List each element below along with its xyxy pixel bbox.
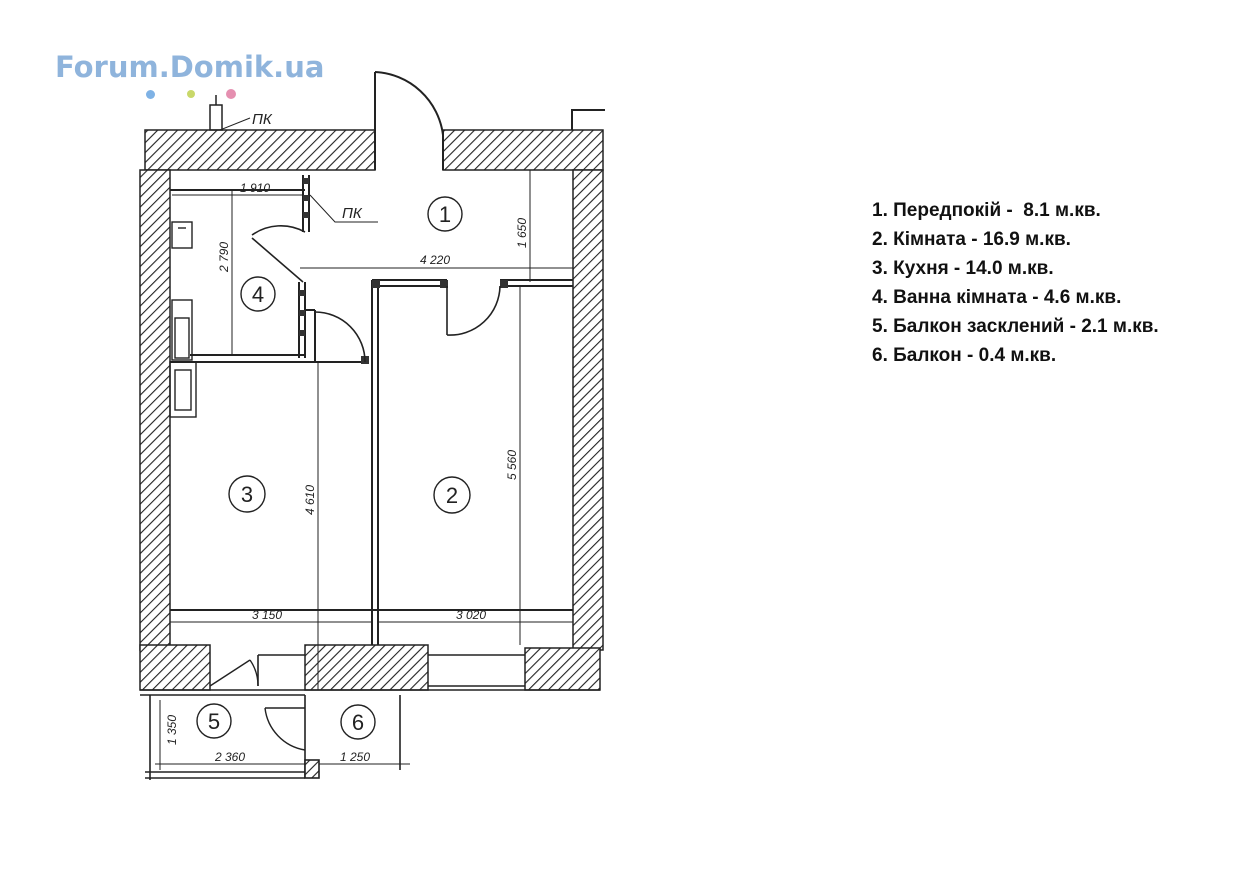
entrance-door [374,71,444,170]
legend-item-1: 1. Передпокій - 8.1 м.кв. [872,200,1101,221]
room-number-6: 6 [352,710,364,735]
room-number-5: 5 [208,709,220,734]
dim-hall-height: 1 650 [515,218,529,248]
logo-dot-blue [146,90,155,99]
dim-bath-width: 1 910 [240,181,270,195]
logo-dot-green [187,90,195,98]
inner-walls [170,175,573,645]
dim-balcony-height: 1 350 [165,715,179,745]
legend-item-4: 4. Ванна кімната - 4.6 м.кв. [872,287,1122,308]
bathroom-fixtures [171,221,193,361]
dim-bath-height: 2 790 [217,242,231,273]
dim-room-height: 5 560 [505,450,519,480]
balcony-outline [140,654,600,780]
dim-room-width: 3 020 [456,608,486,622]
outer-walls [139,129,604,691]
dim-kitchen-width: 3 150 [252,608,282,622]
pk-top-leader [219,117,251,131]
room-legend: 1. Передпокій - 8.1 м.кв. 2. Кімната - 1… [872,196,1159,370]
kitchen-fixtures [169,361,197,418]
room-circles [196,196,471,740]
dim-balcony6-width: 1 250 [340,750,370,764]
room-number-1: 1 [439,202,451,227]
pipe-stub [209,95,223,131]
pk-mid-leader [309,194,378,223]
room-door [446,285,501,336]
bathroom-door [251,225,306,283]
room-number-4: 4 [252,282,264,307]
dimension-lines [155,170,573,770]
partition-fills [299,178,508,364]
logo-text: Forum.Domik.ua [55,50,325,84]
legend-item-2: 2. Кімната - 16.9 м.кв. [872,229,1071,250]
legend-item-6: 6. Балкон - 0.4 м.кв. [872,345,1057,366]
balcony-doors [209,659,306,751]
legend-item-3: 3. Кухня - 14.0 м.кв. [872,258,1054,279]
wall-stub [571,109,605,130]
pk-label-top: ПК [252,111,273,128]
dim-hall-width: 4 220 [420,253,450,267]
room-number-2: 2 [446,483,458,508]
kitchen-door [314,311,366,363]
dim-kitchen-height: 4 610 [303,485,317,515]
logo-dot-pink [226,89,236,99]
legend-item-5: 5. Балкон засклений - 2.1 м.кв. [872,316,1159,337]
pk-label-mid: ПК [342,205,363,222]
room-number-3: 3 [241,482,253,507]
dim-balcony5-width: 2 360 [214,750,245,764]
